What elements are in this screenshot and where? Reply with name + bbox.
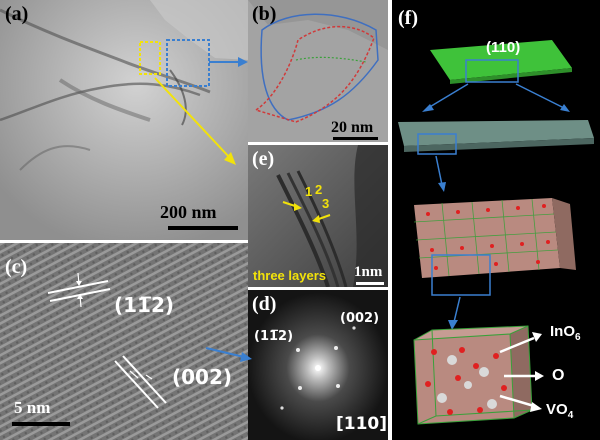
scale-bar-label-c: 5 nm — [14, 398, 51, 417]
panel-a: (a) 200 nm — [0, 0, 248, 240]
scale-bar-c — [12, 422, 70, 426]
scale-bar-label-a: 200 nm — [160, 202, 217, 222]
panel-d-image — [248, 290, 388, 440]
panel-c: (c) (11̅2) (002) 5 nm — [0, 243, 248, 440]
scale-bar-e — [356, 282, 384, 285]
layer-label-2: 2 — [315, 182, 323, 197]
species-label-o: O — [552, 367, 565, 384]
plane-label-002: (002) — [172, 365, 233, 389]
panel-label-c: (c) — [5, 256, 28, 278]
panel-f: (f) (110) InO6 O VO4 — [392, 0, 600, 440]
layer-label-1: 1 — [305, 184, 313, 199]
species-label-ino6: InO6 — [550, 324, 581, 343]
species-label-vo4-sub: 4 — [567, 410, 574, 421]
scale-bar-b — [333, 137, 378, 140]
layer-caption: three layers — [253, 268, 326, 283]
panel-f-image — [398, 40, 594, 425]
panel-b: (b) 20 nm — [248, 0, 388, 142]
species-label-ino6-sub: 6 — [575, 332, 581, 343]
scale-bar-label-e: 1nm — [354, 264, 383, 280]
species-label-ino6-base: InO — [550, 323, 575, 340]
species-label-vo4-base: VO — [546, 401, 568, 418]
panel-d: (d) (11̅2) (002) [110] — [248, 290, 388, 440]
panel-label-f: (f) — [398, 7, 418, 29]
facet-label: (110) — [486, 39, 521, 56]
panel-label-d: (d) — [252, 293, 277, 315]
layer-label-3: 3 — [322, 196, 330, 211]
panel-label-e: (e) — [252, 148, 275, 170]
scale-bar-label-b: 20 nm — [331, 119, 374, 136]
panel-label-a: (a) — [5, 3, 29, 25]
spot-label-112: (11̅2) — [254, 329, 294, 344]
panel-c-image — [0, 243, 248, 440]
species-label-vo4: VO4 — [546, 402, 573, 421]
scale-bar-a — [168, 226, 238, 230]
spot-label-002: (002) — [340, 311, 380, 326]
panel-e: (e) 1 2 3 three layers 1nm — [248, 145, 388, 287]
panel-a-image — [0, 0, 248, 240]
panel-b-image — [248, 0, 388, 142]
panel-label-b: (b) — [252, 3, 277, 25]
zone-axis-label: [110] — [336, 414, 388, 434]
plane-label-112: (11̅2) — [114, 293, 175, 317]
panel-e-image — [248, 145, 388, 287]
